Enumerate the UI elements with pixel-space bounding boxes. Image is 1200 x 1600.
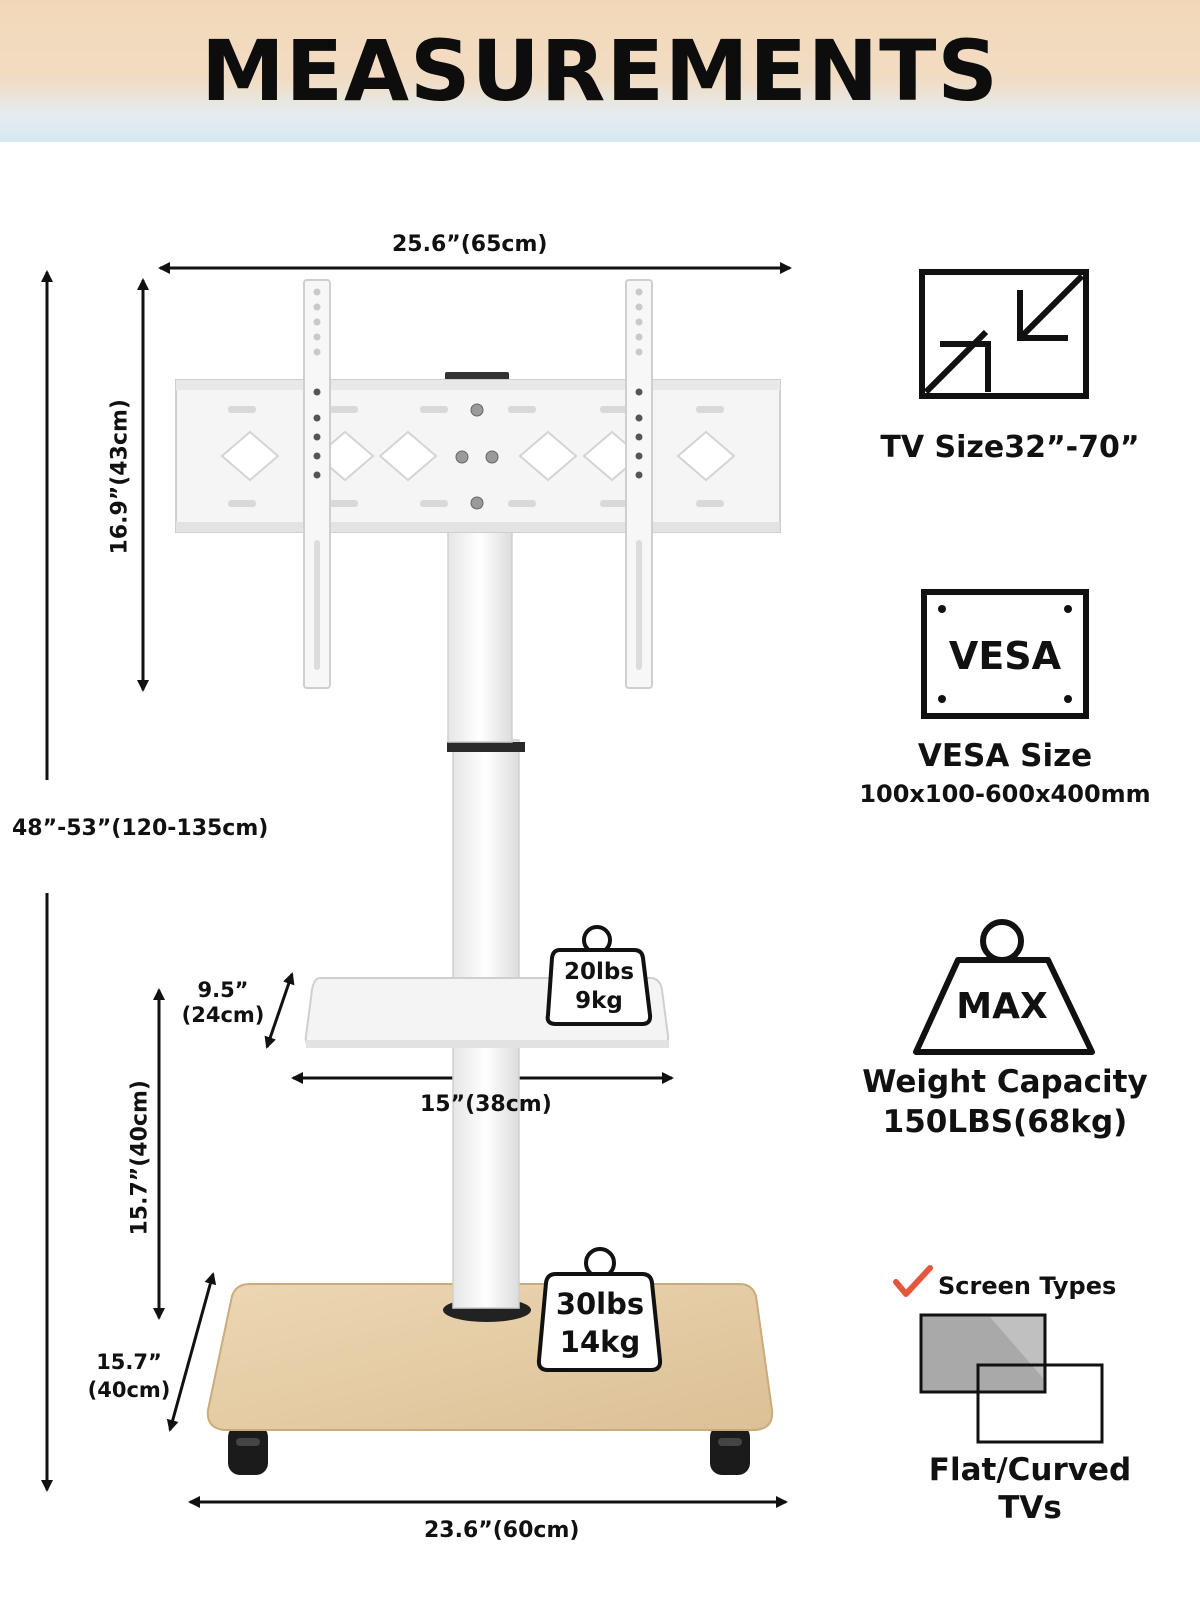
total-height-label: 48”-53”(120-135cm) [12, 816, 269, 841]
shelf-depth-arrow [264, 972, 295, 1049]
weight-icon-text: MAX [956, 986, 1048, 1027]
shelf-load-text: 20lbs 9kg [563, 959, 635, 1014]
vesa-icon-text: VESA [948, 634, 1062, 678]
vesa-size-label: VESA Size [917, 738, 1093, 774]
base-load-text: 30lbs 14kg [555, 1287, 645, 1359]
shelf-width-label: 15”(38cm) [420, 1092, 552, 1117]
weight-icon [913, 919, 1095, 1055]
weight-capacity-label: Weight Capacity [862, 1064, 1148, 1100]
screens-icon [893, 1265, 1104, 1444]
wheel-left [228, 1425, 268, 1475]
tv-mount-bracket [175, 279, 781, 689]
screen-types-line1: Flat/Curved [928, 1452, 1132, 1488]
tv-size-label: TV Size32”-70” [880, 430, 1140, 465]
shelf-depth-label: 9.5” (24cm) [181, 978, 265, 1027]
mount-width-label: 25.6”(65cm) [392, 232, 548, 257]
base-depth-label: 15.7” (40cm) [87, 1350, 171, 1402]
screen-types-line2: TVs [998, 1490, 1062, 1526]
shelf-load-badge [545, 925, 653, 1026]
upper-pole [447, 519, 513, 743]
page-title: MEASUREMENTS [201, 22, 999, 120]
base-width-label: 23.6”(60cm) [424, 1518, 580, 1543]
base-depth-arrow [166, 1272, 217, 1432]
base-load-badge [536, 1247, 663, 1372]
screen-types-label: Screen Types [938, 1272, 1117, 1300]
mount-height-label: 16.9”(43cm) [107, 399, 133, 555]
shelf-height-label: 15.7”(40cm) [127, 1080, 153, 1236]
vesa-plate-icon [921, 589, 1089, 719]
resize-arrows-icon [919, 269, 1089, 399]
vesa-size-value: 100x100-600x400mm [859, 780, 1151, 808]
weight-capacity-value: 150LBS(68kg) [882, 1104, 1128, 1140]
wheel-right [710, 1425, 750, 1475]
header-banner: MEASUREMENTS [0, 0, 1200, 142]
